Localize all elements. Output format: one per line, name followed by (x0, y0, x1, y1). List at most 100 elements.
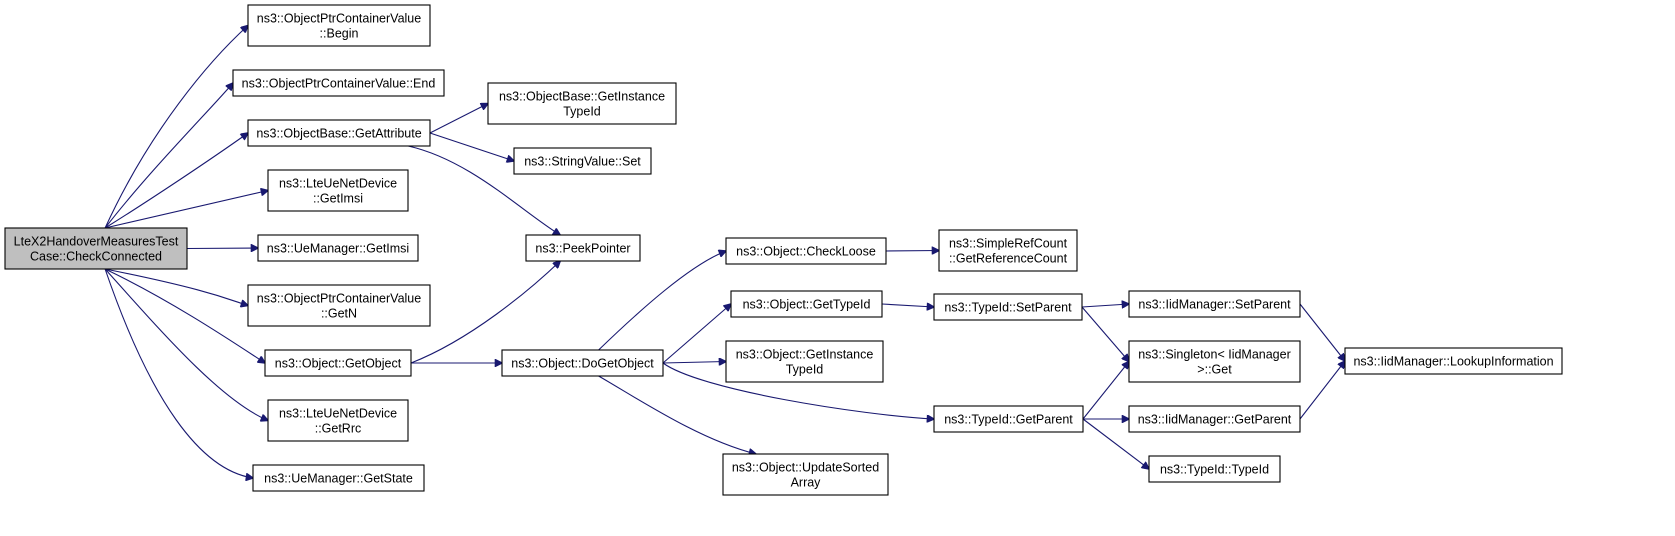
node-n12[interactable]: ns3::PeekPointer (525, 234, 641, 262)
node-box[interactable] (264, 349, 412, 377)
node-box[interactable] (1344, 347, 1563, 375)
edge-n14-to-n18 (885, 251, 939, 252)
node-box[interactable] (487, 82, 677, 125)
node-n5[interactable]: ns3::UeManager::GetImsi (257, 234, 419, 262)
node-box[interactable] (1128, 405, 1301, 433)
node-label: ::GetN (321, 307, 357, 321)
node-box[interactable] (267, 169, 409, 212)
node-label: ns3::Object::CheckLoose (736, 245, 876, 259)
node-label: LteX2HandoverMeasuresTest (14, 235, 179, 249)
node-label: ns3::ObjectPtrContainerValue (257, 292, 421, 306)
node-box[interactable] (247, 4, 431, 47)
node-box[interactable] (730, 290, 883, 318)
node-n1[interactable]: ns3::ObjectPtrContainerValue::Begin (247, 4, 431, 47)
node-label: ns3::LteUeNetDevice (279, 407, 397, 421)
node-root[interactable]: LteX2HandoverMeasuresTestCase::CheckConn… (4, 227, 188, 270)
node-label: ns3::TypeId::SetParent (944, 301, 1072, 315)
node-n11[interactable]: ns3::StringValue::Set (513, 147, 652, 175)
edges-layer (104, 26, 1345, 479)
edge-n19-to-n21 (1081, 304, 1129, 307)
node-box[interactable] (267, 399, 409, 442)
node-n4[interactable]: ns3::LteUeNetDevice::GetImsi (267, 169, 409, 212)
node-n25[interactable]: ns3::IidManager::LookupInformation (1344, 347, 1563, 375)
node-n14[interactable]: ns3::Object::CheckLoose (725, 237, 887, 265)
node-n20[interactable]: ns3::TypeId::GetParent (933, 405, 1084, 433)
node-n15[interactable]: ns3::Object::GetTypeId (730, 290, 883, 318)
nodes-layer: LteX2HandoverMeasuresTestCase::CheckConn… (4, 4, 1563, 496)
node-label: TypeId (786, 363, 824, 377)
node-label: ::GetReferenceCount (949, 252, 1068, 266)
node-box[interactable] (4, 227, 188, 270)
node-label: >::Get (1197, 363, 1232, 377)
edge-root-to-n6 (104, 268, 248, 306)
node-label: ns3::Object::GetTypeId (743, 298, 871, 312)
node-n7[interactable]: ns3::Object::GetObject (264, 349, 412, 377)
node-n19[interactable]: ns3::TypeId::SetParent (933, 293, 1083, 321)
node-box[interactable] (501, 349, 664, 377)
node-n8[interactable]: ns3::LteUeNetDevice::GetRrc (267, 399, 409, 442)
node-box[interactable] (725, 340, 884, 383)
node-box[interactable] (247, 119, 431, 147)
node-label: ns3::Object::GetObject (275, 357, 402, 371)
node-box[interactable] (933, 405, 1084, 433)
node-n23[interactable]: ns3::IidManager::GetParent (1128, 405, 1301, 433)
edge-n15-to-n19 (881, 304, 934, 307)
node-label: ns3::ObjectBase::GetAttribute (256, 127, 421, 141)
edge-root-to-n1 (104, 26, 248, 229)
node-label: ::Begin (320, 27, 359, 41)
edge-n7-to-n12 (410, 261, 560, 364)
node-label: ::GetImsi (313, 192, 363, 206)
node-label: ns3::UeManager::GetImsi (267, 242, 409, 256)
node-label: ns3::Object::GetInstance (736, 348, 874, 362)
node-box[interactable] (513, 147, 652, 175)
node-label: ns3::PeekPointer (535, 242, 630, 256)
node-box[interactable] (938, 229, 1078, 272)
edge-n3-to-n12 (408, 145, 560, 235)
node-label: ns3::StringValue::Set (524, 155, 641, 169)
node-label: ns3::IidManager::GetParent (1138, 413, 1292, 427)
node-label: ns3::Singleton< IidManager (1138, 348, 1291, 362)
node-label: ns3::Object::DoGetObject (511, 357, 654, 371)
node-label: ns3::ObjectBase::GetInstance (499, 90, 665, 104)
node-box[interactable] (525, 234, 641, 262)
node-n22[interactable]: ns3::Singleton< IidManager >::Get (1128, 340, 1301, 383)
edge-n3-to-n10 (429, 104, 488, 134)
node-box[interactable] (722, 453, 889, 496)
node-n21[interactable]: ns3::IidManager::SetParent (1128, 290, 1301, 318)
edge-n13-to-n15 (662, 304, 731, 364)
node-n3[interactable]: ns3::ObjectBase::GetAttribute (247, 119, 431, 147)
node-n9[interactable]: ns3::UeManager::GetState (252, 464, 425, 492)
node-box[interactable] (1128, 290, 1301, 318)
node-n18[interactable]: ns3::SimpleRefCount::GetReferenceCount (938, 229, 1078, 272)
node-label: Array (791, 476, 822, 490)
node-n6[interactable]: ns3::ObjectPtrContainerValue::GetN (247, 284, 431, 327)
edge-n20-to-n22 (1082, 362, 1129, 420)
edge-n13-to-n20 (662, 362, 934, 419)
node-n2[interactable]: ns3::ObjectPtrContainerValue::End (232, 69, 445, 97)
node-box[interactable] (725, 237, 887, 265)
edge-n21-to-n25 (1299, 303, 1345, 361)
edge-n3-to-n11 (429, 132, 514, 161)
node-label: ns3::SimpleRefCount (949, 237, 1068, 251)
node-n24[interactable]: ns3::TypeId::TypeId (1148, 455, 1281, 483)
node-label: ns3::Object::UpdateSorted (732, 461, 879, 475)
node-label: ns3::ObjectPtrContainerValue::End (242, 77, 436, 91)
node-label: TypeId (563, 105, 601, 119)
node-box[interactable] (247, 284, 431, 327)
node-label: Case::CheckConnected (30, 250, 162, 264)
node-box[interactable] (1128, 340, 1301, 383)
node-box[interactable] (933, 293, 1083, 321)
node-n13[interactable]: ns3::Object::DoGetObject (501, 349, 664, 377)
edge-root-to-n7 (104, 268, 265, 363)
node-label: ns3::TypeId::TypeId (1160, 463, 1269, 477)
node-box[interactable] (252, 464, 425, 492)
node-box[interactable] (1148, 455, 1281, 483)
edge-root-to-n9 (104, 268, 253, 478)
node-box[interactable] (257, 234, 419, 262)
node-label: ns3::IidManager::SetParent (1138, 298, 1291, 312)
node-label: ns3::ObjectPtrContainerValue (257, 12, 421, 26)
node-box[interactable] (232, 69, 445, 97)
